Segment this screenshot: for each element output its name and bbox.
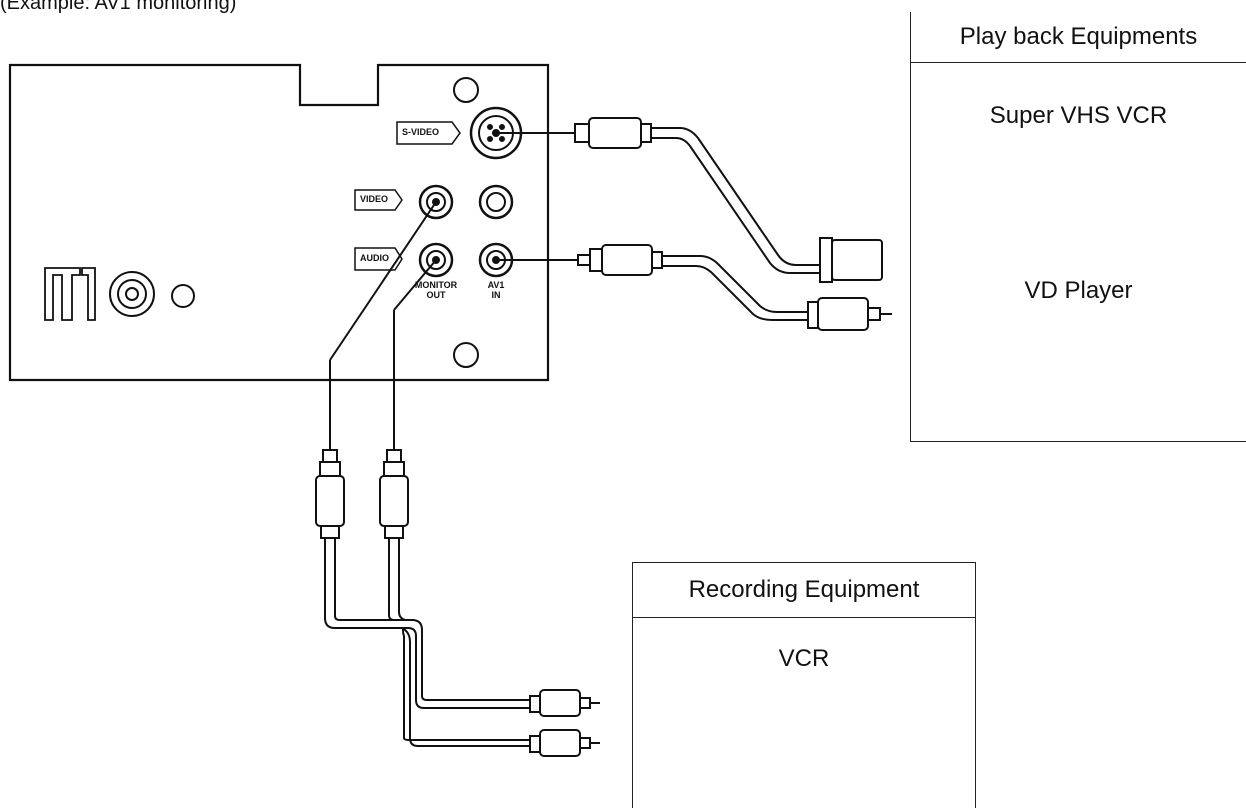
s-video-tag-label: S-VIDEO xyxy=(402,127,440,137)
video-tag xyxy=(354,189,403,211)
audio-tag xyxy=(354,247,403,271)
av1-in-label-line2: IN xyxy=(491,290,501,300)
vcr-label: VCR xyxy=(778,645,830,672)
monitor-out-video-jack xyxy=(418,184,454,220)
av1-in-cable xyxy=(496,244,892,331)
diagram-caption: (Example: AV1 monitoring) xyxy=(0,0,237,14)
playback-equipment-box: Play back Equipments Super VHS VCR VD Pl… xyxy=(910,12,1246,442)
panel-screw-hole-top xyxy=(453,77,479,103)
monitor-out-label-line2: OUT xyxy=(426,290,446,300)
video-tag-label: VIDEO xyxy=(360,194,389,204)
audio-tag-label: AUDIO xyxy=(360,253,389,263)
tv-rear-panel xyxy=(8,63,550,382)
monitor-out-audio-jack xyxy=(418,242,454,278)
s-video-tag xyxy=(396,121,461,145)
recording-equipment-box: Recording Equipment VCR xyxy=(632,562,976,808)
panel-indicator-hole xyxy=(171,284,195,308)
monitor-out-cables xyxy=(315,201,600,757)
recording-equipment-header: Recording Equipment xyxy=(633,563,975,618)
antenna-terminal-icon xyxy=(44,267,81,321)
av1-in-video-jack xyxy=(478,184,514,220)
playback-equipment-header: Play back Equipments xyxy=(911,12,1246,63)
av1-in-label-line1: AV1 xyxy=(487,280,505,290)
monitor-out-label-line1: MONITOR xyxy=(414,280,458,290)
panel-screw-hole-bottom xyxy=(453,342,479,368)
vd-player-label: VD Player xyxy=(1024,277,1133,304)
rf-connector-icon xyxy=(109,271,155,317)
s-video-cable xyxy=(496,117,883,283)
super-vhs-vcr-label: Super VHS VCR xyxy=(989,102,1168,129)
